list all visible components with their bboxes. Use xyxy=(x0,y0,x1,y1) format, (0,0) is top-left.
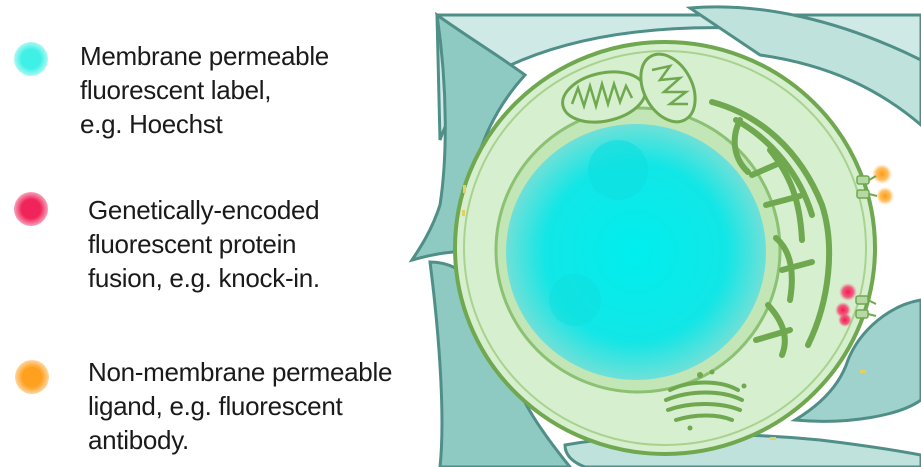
red-protein-icon xyxy=(839,283,857,301)
orange-ligand-icon xyxy=(876,187,894,205)
nucleolus xyxy=(588,140,648,200)
orange-ligand-icon xyxy=(872,164,892,184)
cell xyxy=(455,42,875,454)
nucleolus xyxy=(549,274,601,326)
red-protein-icon xyxy=(838,313,852,327)
